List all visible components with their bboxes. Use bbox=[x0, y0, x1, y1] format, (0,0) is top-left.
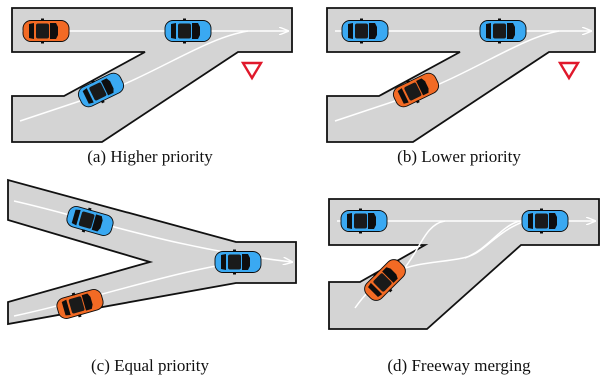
car-blue bbox=[479, 18, 527, 44]
side-mirror bbox=[406, 79, 410, 84]
car-roof bbox=[493, 23, 506, 39]
side-mirror bbox=[183, 41, 186, 44]
side-mirror bbox=[360, 18, 363, 21]
car-blue-merged bbox=[214, 249, 262, 275]
caption: (d) Freeway merging bbox=[387, 356, 531, 375]
car-roof bbox=[354, 213, 367, 229]
side-mirror bbox=[360, 41, 363, 44]
side-mirror bbox=[415, 99, 420, 104]
rear-window bbox=[61, 299, 71, 316]
rear-window bbox=[397, 88, 409, 104]
caption: (b) Lower priority bbox=[397, 147, 521, 166]
car-roof bbox=[68, 296, 85, 314]
windshield bbox=[242, 254, 250, 270]
merge-diagram-b bbox=[326, 7, 596, 143]
car-roof bbox=[373, 273, 392, 292]
caption: (c) Equal priority bbox=[90, 356, 209, 375]
side-mirror bbox=[100, 99, 105, 104]
car-blue bbox=[164, 18, 212, 44]
side-mirror bbox=[233, 272, 236, 275]
car-blue bbox=[66, 206, 114, 236]
windshield bbox=[192, 23, 200, 39]
car-roof bbox=[78, 211, 95, 229]
panel-higher-priority: (a) Higher priority bbox=[0, 0, 300, 180]
car-roof bbox=[355, 23, 368, 39]
rear-window bbox=[368, 282, 383, 297]
windshield bbox=[91, 214, 103, 232]
side-mirror bbox=[81, 229, 86, 233]
side-mirror bbox=[183, 18, 186, 21]
rear-window bbox=[347, 213, 352, 229]
windshield bbox=[81, 293, 93, 311]
panel-equal-priority: (c) Equal priority bbox=[0, 178, 300, 379]
side-mirror bbox=[41, 41, 44, 44]
merge-diagram-c bbox=[7, 178, 297, 326]
car-blue bbox=[340, 208, 388, 234]
panel-lower-priority: (b) Lower priority bbox=[315, 0, 603, 180]
car-blue-merging bbox=[77, 72, 125, 108]
car-roof bbox=[228, 254, 241, 270]
windshield bbox=[101, 78, 114, 96]
side-mirror bbox=[77, 314, 82, 318]
road bbox=[11, 7, 293, 143]
side-mirror bbox=[372, 272, 377, 277]
car-roof bbox=[178, 23, 191, 39]
rear-window bbox=[348, 23, 353, 39]
rear-window bbox=[528, 213, 533, 229]
car-roof bbox=[404, 82, 422, 101]
car-roof bbox=[535, 213, 548, 229]
merge-diagram-d bbox=[328, 198, 600, 330]
side-mirror bbox=[388, 288, 393, 293]
side-mirror bbox=[233, 249, 236, 252]
car-blue bbox=[521, 208, 569, 234]
side-mirror bbox=[540, 231, 543, 234]
lane-path-lower bbox=[13, 261, 241, 317]
windshield bbox=[369, 23, 377, 39]
caption: (a) Higher priority bbox=[87, 147, 213, 166]
car-orange-merging bbox=[392, 72, 440, 108]
side-mirror bbox=[498, 41, 501, 44]
side-mirror bbox=[91, 79, 95, 84]
merge-diagram-a bbox=[11, 7, 293, 143]
car-roof bbox=[36, 23, 49, 39]
yield-sign-icon bbox=[240, 61, 264, 81]
side-mirror bbox=[359, 231, 362, 234]
side-mirror bbox=[87, 207, 92, 211]
side-mirror bbox=[498, 18, 501, 21]
side-mirror bbox=[41, 18, 44, 21]
windshield bbox=[549, 213, 557, 229]
rear-window bbox=[486, 23, 491, 39]
yield-sign-icon bbox=[557, 61, 581, 81]
rear-window bbox=[29, 23, 34, 39]
car-orange bbox=[56, 289, 104, 319]
windshield bbox=[507, 23, 515, 39]
side-mirror bbox=[359, 208, 362, 211]
lane-path-merge-2 bbox=[464, 220, 521, 259]
windshield bbox=[416, 78, 429, 96]
rear-window bbox=[82, 88, 94, 104]
rear-window bbox=[71, 209, 81, 226]
panel-freeway-merging: (d) Freeway merging bbox=[315, 178, 603, 379]
side-mirror bbox=[540, 208, 543, 211]
windshield bbox=[50, 23, 58, 39]
windshield bbox=[382, 267, 398, 283]
car-roof bbox=[89, 82, 107, 101]
windshield bbox=[368, 213, 376, 229]
car-blue bbox=[341, 18, 389, 44]
rear-window bbox=[221, 254, 226, 270]
side-mirror bbox=[71, 292, 76, 296]
rear-window bbox=[171, 23, 176, 39]
car-orange bbox=[22, 18, 70, 44]
car-orange-merging bbox=[364, 259, 406, 301]
lane-path-merge-1 bbox=[402, 220, 446, 271]
